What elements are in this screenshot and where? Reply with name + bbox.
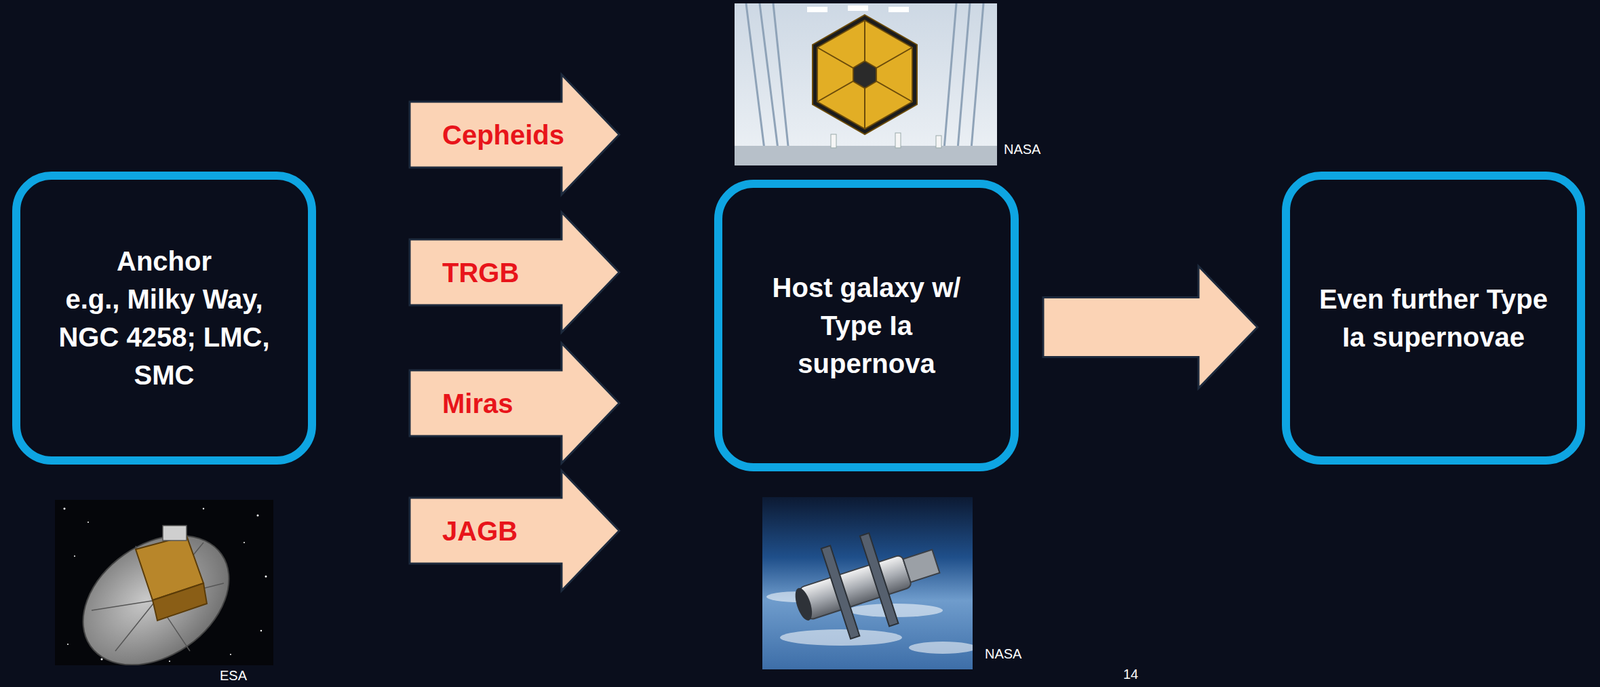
hubble-telescope [782,516,951,652]
jwst-photo [734,3,998,166]
credit-label: NASA [1003,141,1041,158]
block-arrow [1043,266,1258,389]
arrow-body [409,470,620,591]
gaia-photo [54,499,274,666]
box-text: Anchor [116,242,212,281]
jwst-mirror [812,14,917,135]
ceiling-lights [807,5,909,13]
box-text: e.g., Milky Way, NGC 4258; LMC, SMC [48,280,280,395]
arrow-text-holder: JAGB [442,497,518,564]
arrow-label: Miras [442,387,514,420]
credit-label: NASA [984,645,1022,662]
arrow-body [409,212,620,333]
cleanroom-background [734,3,998,166]
credit-label: ESA [219,667,247,684]
arrow-text-holder: Cepheids [442,101,565,168]
technicians [830,132,942,148]
arrow-label: TRGB [442,256,519,289]
credit-label: 14 [1123,666,1139,683]
cleanroom-walls [746,3,984,166]
arrow-body [409,343,620,464]
arrow-shape: Miras [408,341,621,465]
arrow-label: Cepheids [442,118,565,152]
box-text: Even further Type Ia supernovae [1311,280,1556,357]
arrow-text-holder: Miras [442,370,514,437]
arrow-shape: Cepheids [408,73,621,197]
process-box: Anchore.g., Milky Way, NGC 4258; LMC, SM… [12,171,317,465]
arrow-outline [408,341,621,465]
arrow-shape: JAGB [408,469,621,593]
hubble-photo [762,497,973,670]
process-box: Host galaxy w/ Type Ia supernova [714,179,1019,472]
arrow-body [409,74,620,195]
arrow-shape: TRGB [408,210,621,334]
floor [734,145,998,166]
box-text: Host galaxy w/ Type Ia supernova [765,268,969,383]
gaia-spacecraft [58,508,253,666]
process-box: Even further Type Ia supernovae [1281,171,1586,465]
arrow-text-holder: TRGB [442,239,519,306]
arrow-label: JAGB [442,514,518,548]
